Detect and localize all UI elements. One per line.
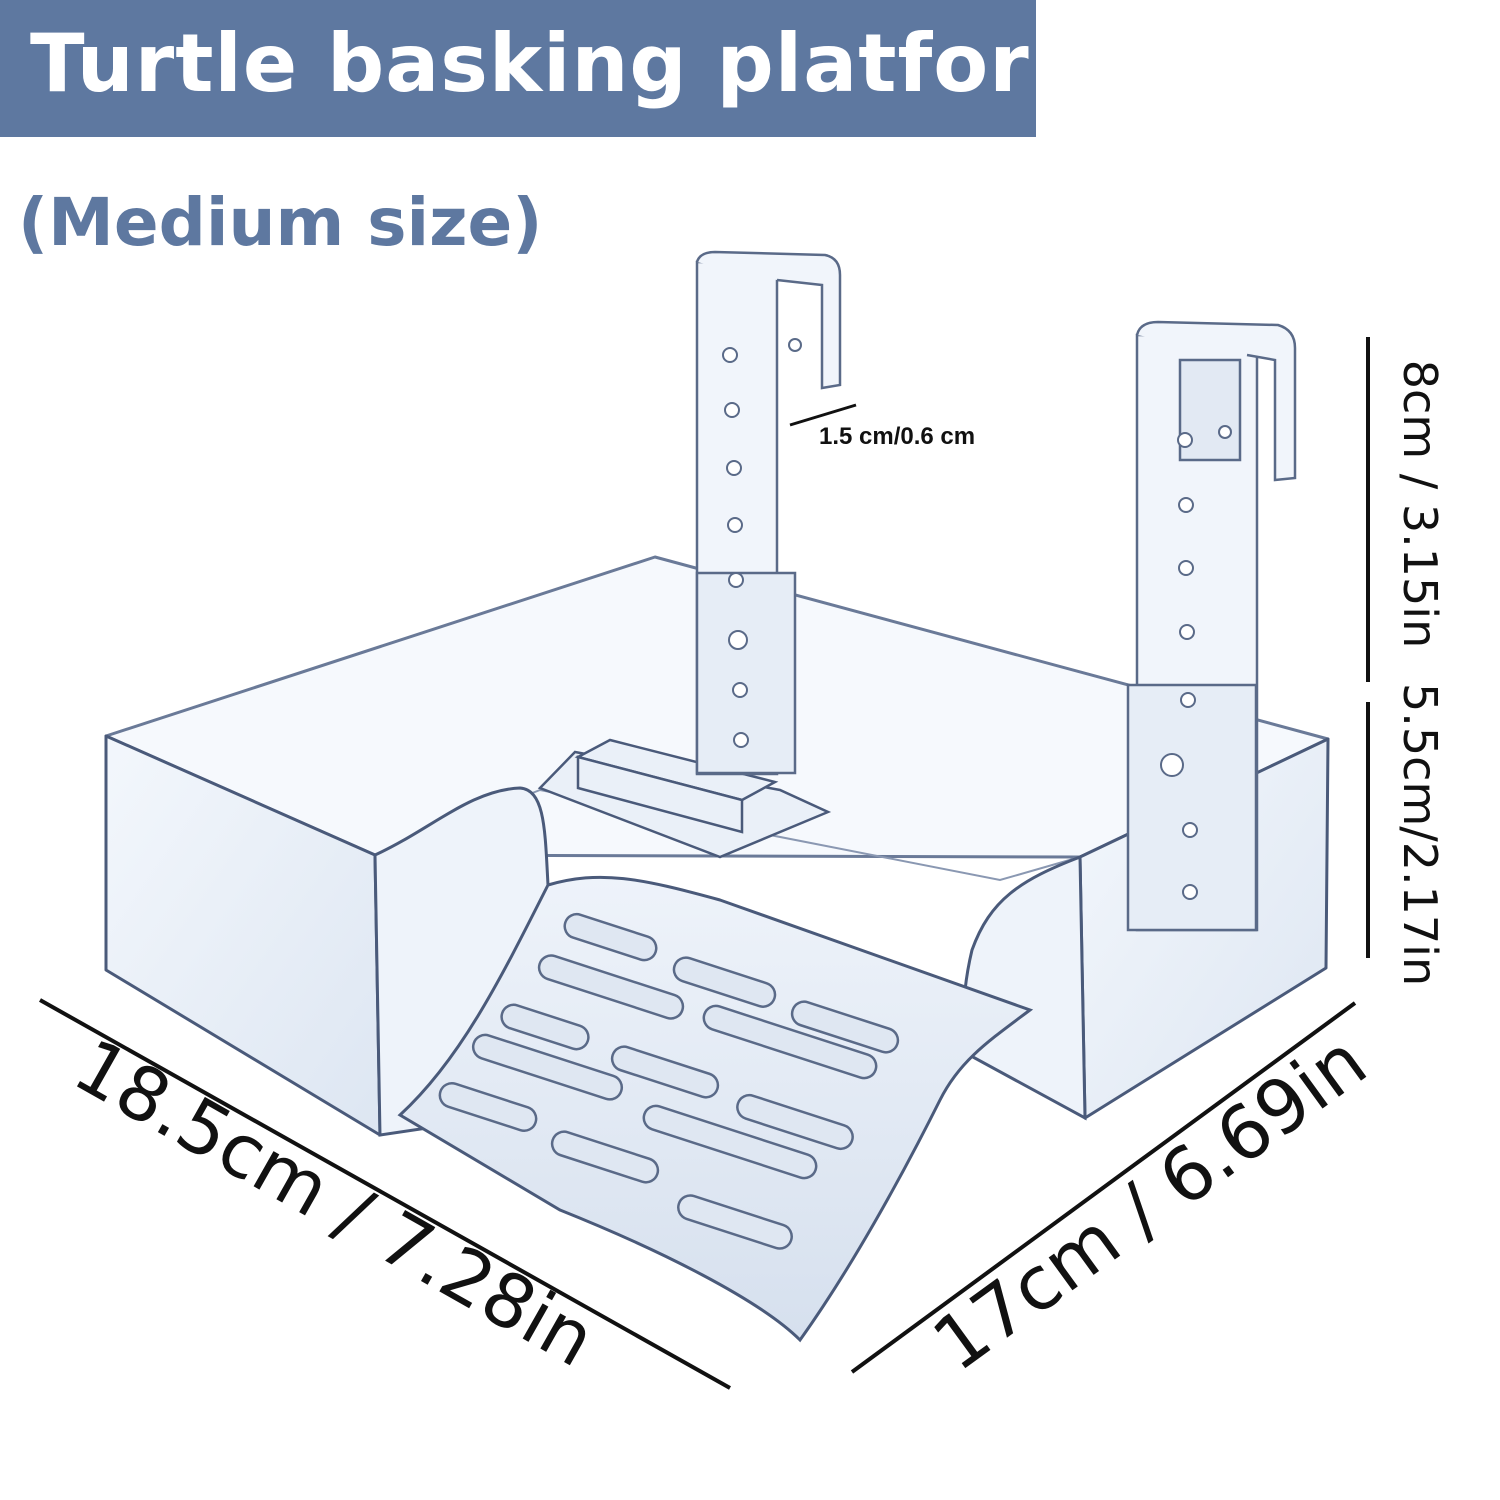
food-tray <box>537 738 832 859</box>
page-subtitle: (Medium size) <box>18 184 543 261</box>
left-hook <box>695 250 842 776</box>
hook-thickness-label: 1.5 cm/0.6 cm <box>819 423 976 450</box>
right-wave-wall <box>958 854 1087 1121</box>
dimension-lines <box>39 337 1370 1390</box>
width-line <box>850 1001 1357 1374</box>
page-title: Turtle basking platform <box>30 17 1115 110</box>
ramp-grips <box>438 912 900 1250</box>
length-line <box>39 998 731 1390</box>
wall-height-label: 5.5cm/2.17in <box>1393 683 1447 987</box>
right-hook <box>1126 320 1297 932</box>
ramp <box>397 875 1034 1343</box>
title-banner: Turtle basking platform <box>0 0 1113 137</box>
hook-thickness-line <box>789 403 857 427</box>
hook-height-label: 8cm / 3.15in <box>1393 359 1447 649</box>
